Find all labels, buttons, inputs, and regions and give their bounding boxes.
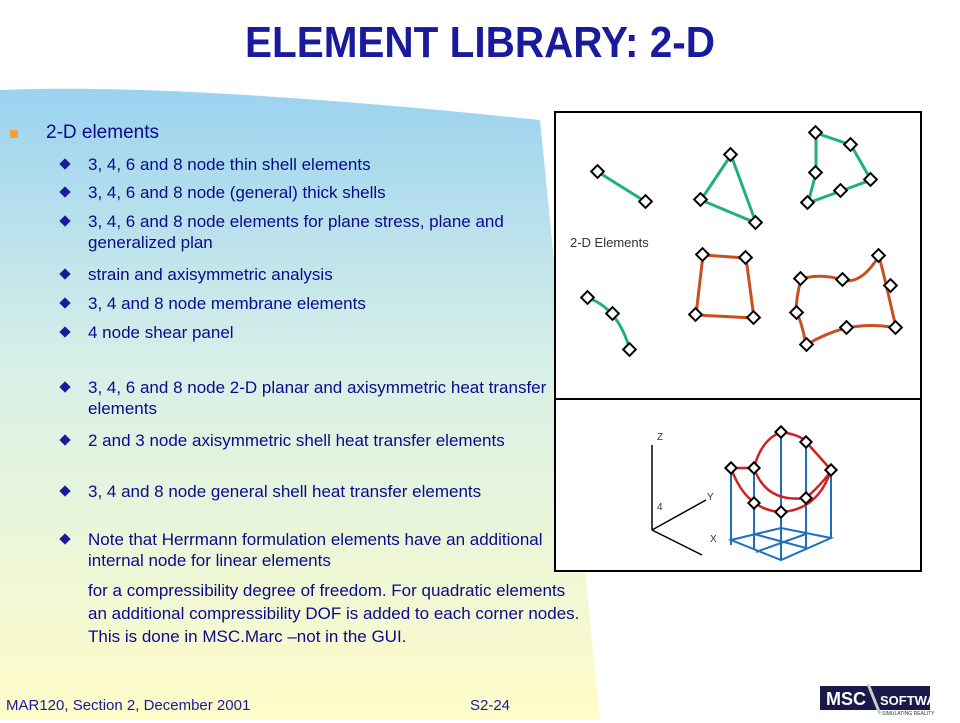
continuation-text: for a compressibility degree of freedom.…: [88, 581, 580, 646]
axis-lines: [651, 445, 707, 556]
axisymmetric-diagram: [651, 424, 839, 562]
list-item: strain and axisymmetric analysis: [59, 264, 548, 285]
msc-software-logo: MSC SOFTWARE SIMULATING REALITY: [820, 680, 955, 718]
orange-square-bullet-icon: [10, 130, 18, 138]
list-item: Note that Herrmann formulation elements …: [59, 529, 548, 571]
list-item: 3, 4, 6 and 8 node elements for plane st…: [59, 211, 548, 253]
three-node-triangle-element: [698, 151, 759, 226]
elements-diagram: [579, 124, 904, 358]
list-item: 3, 4, 6 and 8 node thin shell elements: [59, 154, 548, 175]
mesh-nodes: [723, 424, 839, 520]
footer-course: MAR120, Section 2, December 2001: [6, 697, 251, 714]
list-item: 4 node shear panel: [59, 322, 548, 343]
figure-label: 2-D Elements: [570, 235, 649, 250]
slide-title: ELEMENT LIBRARY: 2-D: [244, 18, 716, 67]
element-nodes: [579, 124, 904, 358]
list-item: 3, 4, 6 and 8 node (general) thick shell…: [59, 182, 548, 203]
logo-mark: MSC SOFTWARE SIMULATING REALITY: [820, 683, 954, 717]
elements-figure-top: 2-D Elements: [554, 111, 922, 400]
logo-software-text: SOFTWARE: [880, 693, 954, 708]
axis-z-label: Z: [657, 432, 664, 443]
logo-tagline-text: SIMULATING REALITY: [882, 711, 935, 717]
two-node-line-element: [597, 170, 647, 204]
logo-msc-text: MSC: [826, 689, 866, 709]
list-item: 3, 4 and 8 node membrane elements: [59, 293, 548, 314]
list-item: 3, 4, 6 and 8 node 2-D planar and axisym…: [59, 377, 548, 419]
axis-four-label: 4: [657, 502, 663, 513]
list-item: 3, 4 and 8 node general shell heat trans…: [59, 481, 548, 502]
main-bullet-text: 2-D elements: [46, 122, 159, 143]
three-node-curved-element: [587, 296, 632, 351]
footer-page-number: S2-24: [470, 697, 511, 714]
main-bullet: 2-D elements: [10, 122, 159, 144]
axisymmetric-figure: Z Y X 4: [554, 398, 922, 572]
axis-x-label: X: [710, 534, 717, 545]
list-item: 2 and 3 node axisymmetric shell heat tra…: [59, 430, 548, 451]
axis-y-label: Y: [707, 492, 714, 503]
